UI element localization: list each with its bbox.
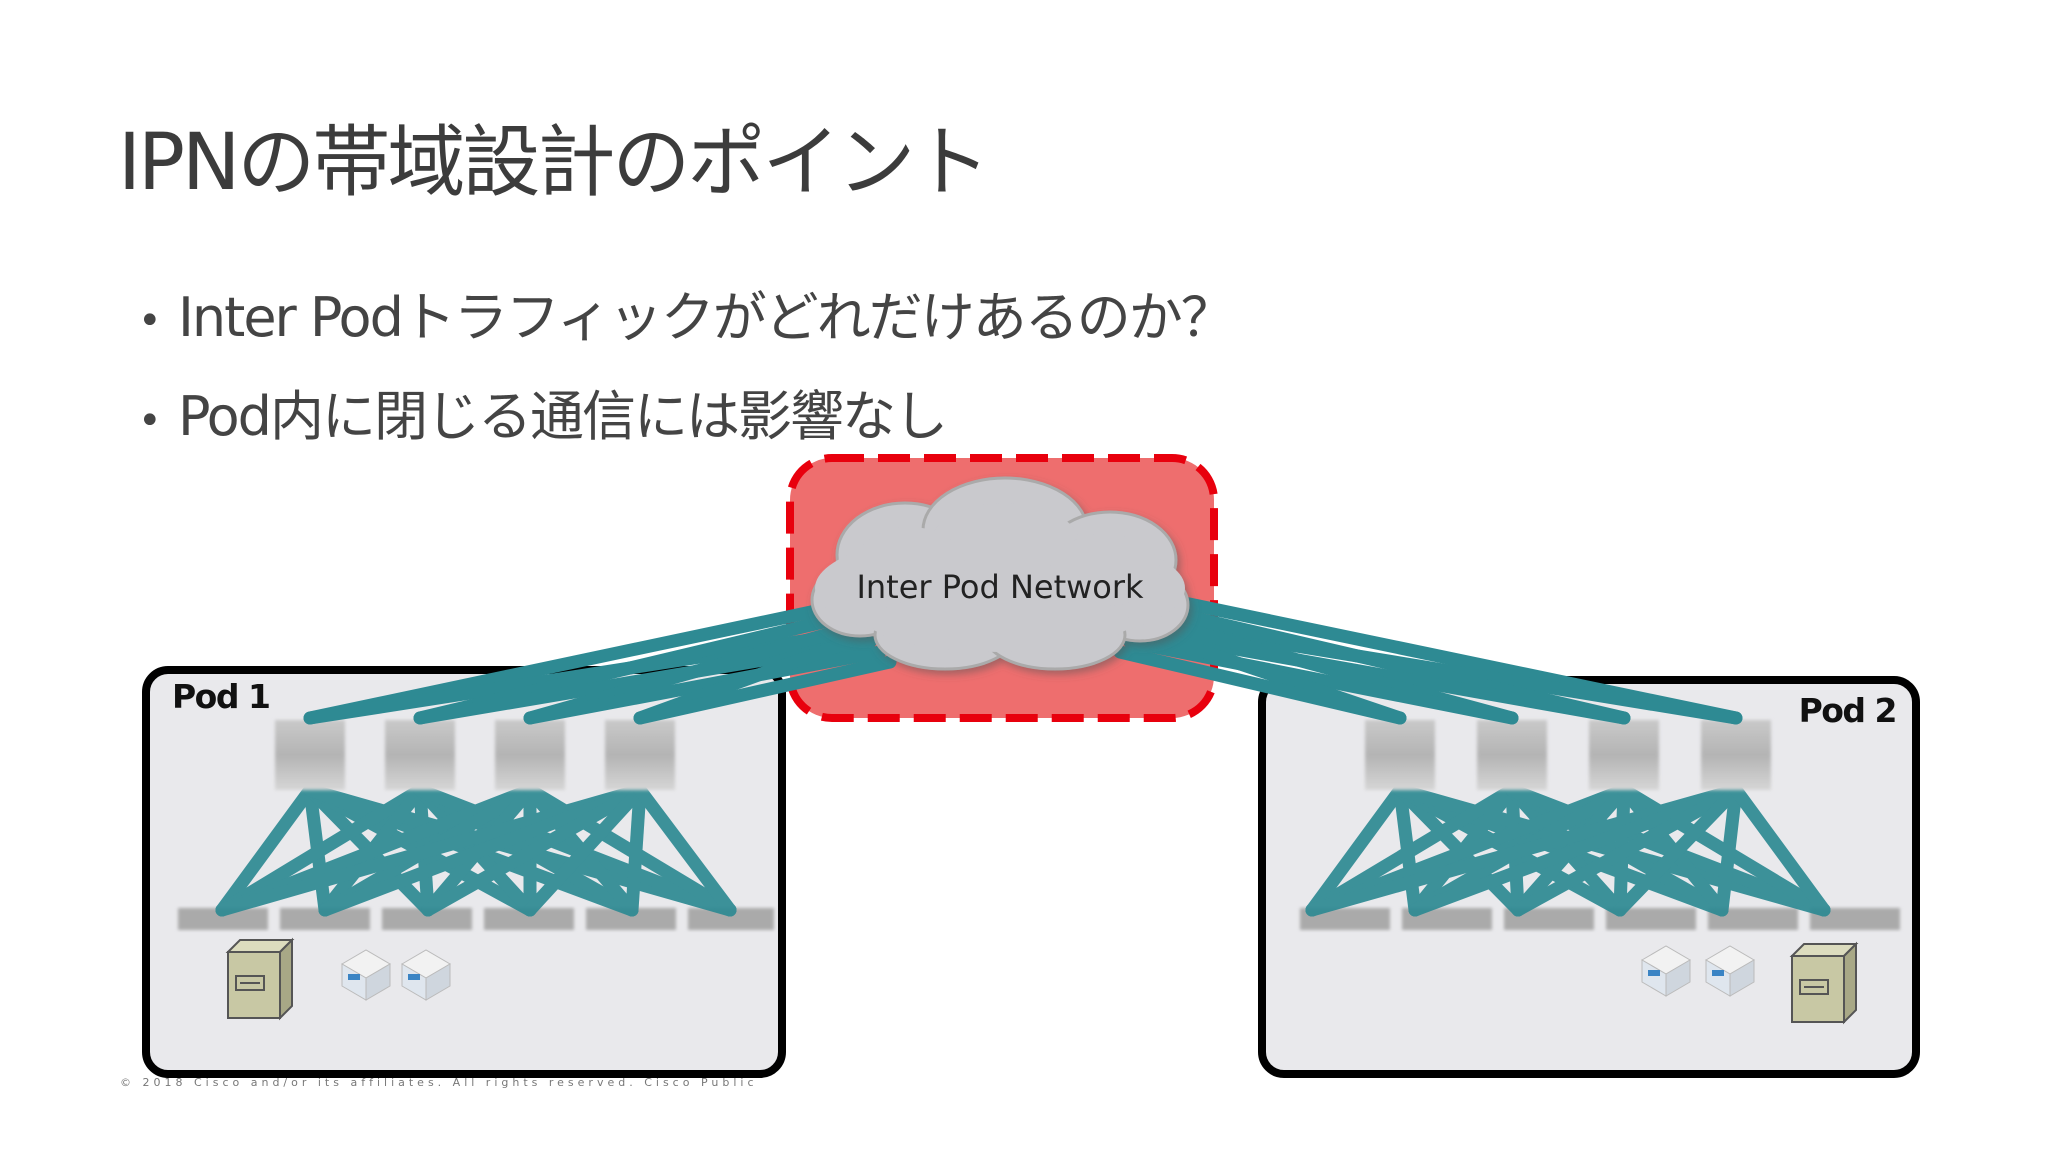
leaf-switch-icon bbox=[178, 908, 268, 930]
copyright-footer: © 2018 Cisco and/or its affiliates. All … bbox=[120, 1076, 758, 1089]
virtual-machine-icon bbox=[341, 949, 391, 1001]
spine-switch-icon bbox=[1365, 720, 1435, 790]
bullet-item: • Pod内に閉じる通信には影響なし bbox=[138, 369, 1233, 468]
pod2-spine-row bbox=[1365, 720, 1771, 790]
spine-switch-icon bbox=[385, 720, 455, 790]
spine-switch-icon bbox=[605, 720, 675, 790]
pod1-fabric-links bbox=[215, 783, 737, 917]
leaf-switch-icon bbox=[1402, 908, 1492, 930]
leaf-switch-icon bbox=[382, 908, 472, 930]
storage-server-icon bbox=[1789, 941, 1859, 1025]
bullet-item: • Inter Podトラフィックがどれだけあるのか？ bbox=[138, 270, 1235, 369]
cloud-icon bbox=[810, 476, 1190, 671]
virtual-machine-icon bbox=[1641, 945, 1691, 997]
storage-server-icon bbox=[225, 937, 295, 1021]
cloud-label: Inter Pod Network bbox=[856, 568, 1144, 606]
leaf-switch-icon bbox=[484, 908, 574, 930]
bullet-text: Inter Podトラフィックがどれだけあるのか？ bbox=[178, 286, 1235, 349]
bullet-dot-icon: • bbox=[138, 298, 162, 345]
pod1-spine-row bbox=[275, 720, 675, 790]
leaf-switch-icon bbox=[586, 908, 676, 930]
leaf-switch-icon bbox=[688, 908, 774, 930]
spine-switch-icon bbox=[1589, 720, 1659, 790]
spine-switch-icon bbox=[495, 720, 565, 790]
leaf-switch-icon bbox=[1606, 908, 1696, 930]
ipn-uplinks bbox=[303, 593, 1743, 725]
pod2-fabric-links bbox=[1305, 783, 1831, 917]
bullet-text: Pod内に閉じる通信には影響なし bbox=[178, 385, 948, 449]
spine-switch-icon bbox=[275, 720, 345, 790]
leaf-switch-icon bbox=[1708, 908, 1798, 930]
pod1-label: Pod 1 bbox=[172, 677, 269, 716]
spine-switch-icon bbox=[1477, 720, 1547, 790]
virtual-machine-icon bbox=[401, 949, 451, 1001]
pod1-leaf-row bbox=[178, 908, 774, 930]
pod2-leaf-row bbox=[1300, 908, 1900, 930]
bullet-dot-icon: • bbox=[138, 397, 162, 444]
spine-switch-icon bbox=[1701, 720, 1771, 790]
virtual-machine-icon bbox=[1705, 945, 1755, 997]
leaf-switch-icon bbox=[280, 908, 370, 930]
pod2-label: Pod 2 bbox=[1799, 691, 1896, 730]
leaf-switch-icon bbox=[1810, 908, 1900, 930]
bullet-list: • Inter Podトラフィックがどれだけあるのか？ • Pod内に閉じる通信には… bbox=[138, 270, 1235, 469]
slide-title: IPNの帯域設計のポイント bbox=[118, 118, 990, 208]
leaf-switch-icon bbox=[1504, 908, 1594, 930]
